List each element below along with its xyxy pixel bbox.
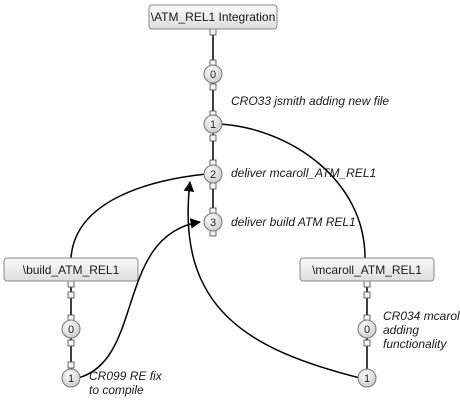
stream-label-mcaroll: \mcaroll_ATM_REL1 [312,263,422,277]
annotation-int-2: deliver mcaroll_ATM_REL1 [231,166,376,180]
connector-square [209,182,217,190]
version-number: 1 [364,373,370,385]
connector-square [67,339,75,347]
version-node-mcaroll-0[interactable]: 0 [357,319,377,339]
version-node-int-1[interactable]: 1 [203,114,223,134]
connector-square [67,361,75,369]
branch-to-mcaroll-curve [218,123,366,259]
version-number: 1 [210,119,216,131]
annotation-build-1-line1: CR099 RE fix [89,369,163,383]
annotation-mcaroll-0-line1: CR034 mcaroll [383,309,460,323]
annotation-int-1: CRO33 jsmith adding new file [231,94,389,108]
version-number: 1 [68,373,74,385]
stream-label-build: \build_ATM_REL1 [23,263,120,277]
version-number: 0 [364,324,370,336]
version-number: 0 [210,69,216,81]
merge-arrow-build-to-int3 [77,218,202,379]
annotation-mcaroll-0-line3: functionality [383,337,447,351]
version-node-int-3[interactable]: 3 [203,212,223,232]
branch-to-build-curve [70,173,207,259]
stream-box-integration[interactable]: \ATM_REL1 Integration [148,4,278,30]
connector-square [363,339,371,347]
stream-box-mcaroll[interactable]: \mcaroll_ATM_REL1 [299,257,435,282]
connector-square [209,134,217,142]
annotation-build-1-line2: to compile [89,383,144,397]
version-node-int-0[interactable]: 0 [203,64,223,84]
connector-square [209,83,217,91]
version-number: 0 [68,324,74,336]
version-node-int-2[interactable]: 2 [203,164,223,184]
version-number: 3 [210,217,216,229]
version-node-mcaroll-1[interactable]: 1 [357,368,377,388]
version-node-build-0[interactable]: 0 [61,319,81,339]
stream-label-integration: \ATM_REL1 Integration [151,10,276,24]
annotation-int-3: deliver build ATM REL1 [231,215,356,229]
connector-square [67,291,75,299]
connector-square [363,291,371,299]
connector-square [67,280,75,288]
version-number: 2 [210,169,216,181]
version-node-build-1[interactable]: 1 [61,368,81,388]
annotation-mcaroll-0-line2: adding [383,323,419,337]
connector-square [209,28,217,36]
connector-square [363,280,371,288]
merge-arrow-mcaroll-to-int2 [183,180,361,379]
stream-box-build[interactable]: \build_ATM_REL1 [3,257,139,282]
